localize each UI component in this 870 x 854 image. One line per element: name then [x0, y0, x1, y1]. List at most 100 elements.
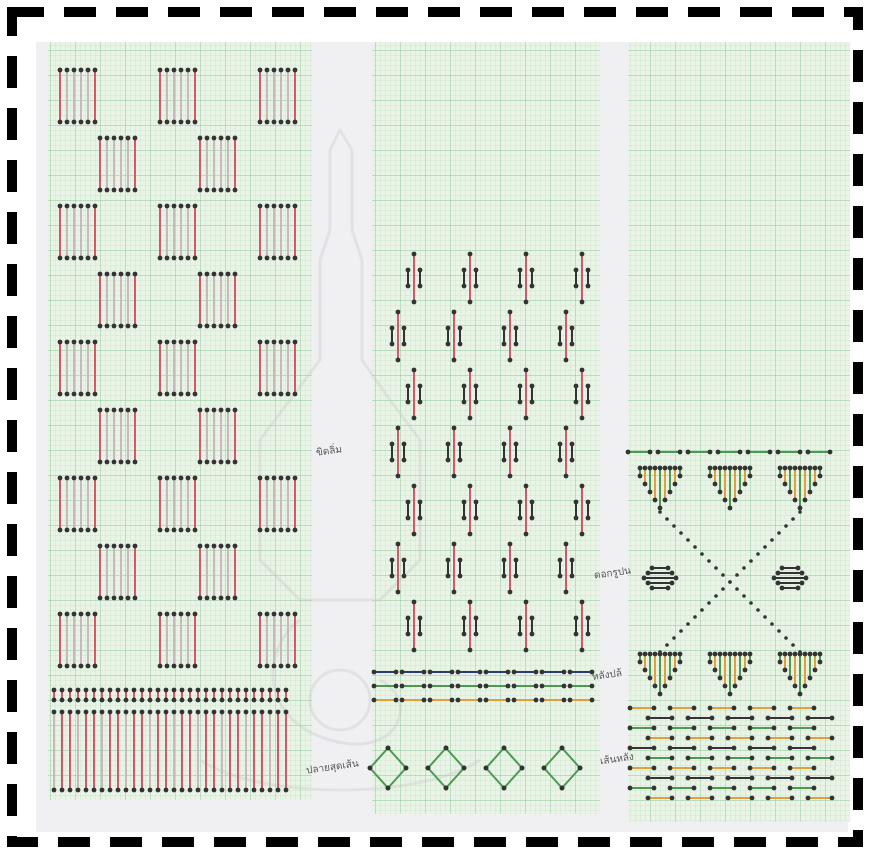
pattern-dot [766, 776, 771, 781]
pattern-dot [84, 688, 89, 693]
pattern-dot [462, 766, 467, 771]
pattern-dot [65, 392, 70, 397]
pattern-dot [560, 746, 565, 751]
pattern-dot [462, 632, 467, 637]
pattern-dot [670, 796, 675, 801]
pattern-dot [768, 450, 773, 455]
pattern-dot [723, 652, 728, 657]
pattern-dot [193, 68, 198, 73]
pattern-dot [212, 788, 217, 793]
pattern-dot [646, 736, 651, 741]
pattern-dot [112, 188, 117, 193]
pattern-dot [418, 516, 423, 521]
pattern-dot [58, 120, 63, 125]
pattern-dot [119, 136, 124, 141]
pattern-dot [574, 500, 579, 505]
pattern-dot [265, 68, 270, 73]
pattern-dot [172, 120, 177, 125]
pattern-dot [402, 458, 407, 463]
pattern-dot [732, 726, 737, 731]
pattern-dot [148, 788, 153, 793]
pattern-dot [524, 600, 529, 605]
pattern-dot [158, 664, 163, 669]
pattern-dot [788, 786, 793, 791]
pattern-dot [98, 544, 103, 549]
pattern-dot [686, 716, 691, 721]
pattern-dot [580, 252, 585, 257]
sheet3-dot [756, 552, 760, 556]
pattern-dot [86, 528, 91, 533]
pattern-dot [670, 756, 675, 761]
pattern-dot [165, 68, 170, 73]
pattern-dot [58, 204, 63, 209]
pattern-dot [778, 652, 783, 657]
pattern-dot [783, 652, 788, 657]
pattern-dot [798, 450, 803, 455]
sheet3-dot [735, 573, 739, 577]
pattern-dot [458, 574, 463, 579]
pattern-dot [733, 652, 738, 657]
pattern-dot [812, 706, 817, 711]
pattern-dot [164, 710, 169, 715]
pattern-dot [673, 466, 678, 471]
pattern-dot [790, 796, 795, 801]
pattern-dot [193, 256, 198, 261]
pattern-dot [186, 340, 191, 345]
pattern-dot [674, 576, 679, 581]
pattern-dot [93, 476, 98, 481]
pattern-dot [474, 500, 479, 505]
pattern-dot [293, 256, 298, 261]
pattern-dot [783, 668, 788, 673]
pattern-dot [743, 652, 748, 657]
pattern-dot [708, 766, 713, 771]
pattern-dot [422, 698, 427, 703]
pattern-dot [750, 796, 755, 801]
pattern-dot [708, 726, 713, 731]
pattern-dot [502, 746, 507, 751]
pattern-dot [76, 788, 81, 793]
pattern-dot [98, 136, 103, 141]
pattern-dot [132, 788, 137, 793]
pattern-dot [212, 710, 217, 715]
pattern-dot [165, 528, 170, 533]
pattern-dot [514, 458, 519, 463]
pattern-dot [564, 426, 569, 431]
pattern-dot [530, 500, 535, 505]
pattern-dot [580, 416, 585, 421]
pattern-dot [233, 408, 238, 413]
sheet3-dot [686, 622, 690, 626]
pattern-dot [252, 698, 257, 703]
pattern-dot [196, 698, 201, 703]
pattern-dot [86, 664, 91, 669]
sheet3-dot [707, 559, 711, 563]
pattern-dot [193, 204, 198, 209]
pattern-dot [474, 384, 479, 389]
pattern-dot [514, 326, 519, 331]
pattern-dot [452, 426, 457, 431]
pattern-dot [133, 188, 138, 193]
sheet3-dot [735, 587, 739, 591]
pattern-dot [112, 544, 117, 549]
pattern-dot [93, 68, 98, 73]
pattern-dot [172, 688, 177, 693]
pattern-dot [708, 660, 713, 665]
pattern-dot [272, 612, 277, 617]
sheet3-dot [749, 559, 753, 563]
pattern-dot [564, 474, 569, 479]
pattern-dot [422, 684, 427, 689]
pattern-dot [806, 796, 811, 801]
pattern-dot [158, 340, 163, 345]
pattern-dot [812, 786, 817, 791]
pattern-dot [638, 652, 643, 657]
pattern-dot [293, 120, 298, 125]
pattern-dot [514, 342, 519, 347]
pattern-dot [132, 710, 137, 715]
pattern-dot [530, 516, 535, 521]
pattern-dot [524, 648, 529, 653]
pattern-dot [286, 612, 291, 617]
pattern-dot [558, 342, 563, 347]
pattern-dot [260, 688, 265, 693]
pattern-dot [233, 324, 238, 329]
pattern-dot [574, 284, 579, 289]
pattern-dot [164, 788, 169, 793]
